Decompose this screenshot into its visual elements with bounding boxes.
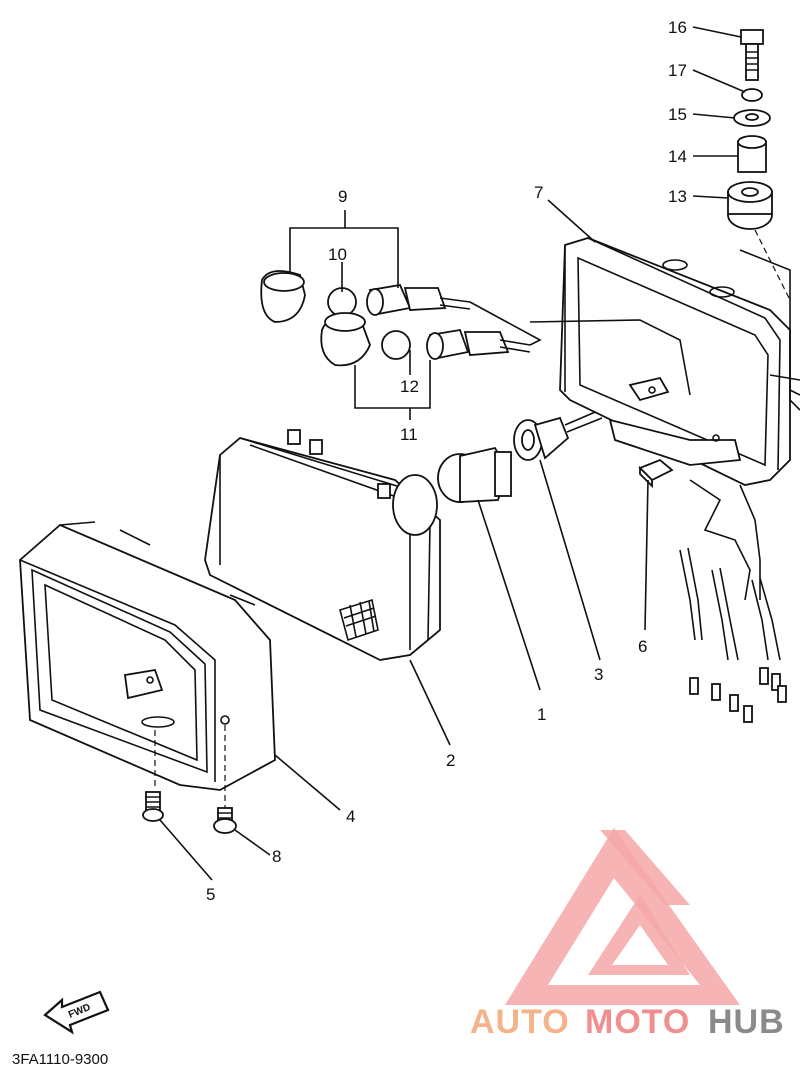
callout-1: 1 — [537, 705, 546, 724]
position-light-leaders — [289, 210, 691, 420]
callout-8: 8 — [272, 847, 281, 866]
clip-nut — [638, 458, 674, 489]
callout-16: 16 — [668, 18, 687, 37]
callout-11: 11 — [400, 425, 418, 444]
callout-7: 7 — [534, 183, 543, 202]
mount-washer — [733, 109, 771, 127]
watermark-moto: MOTO — [585, 1003, 690, 1041]
callout-12: 12 — [400, 377, 419, 396]
mount-spring-washer — [741, 88, 763, 102]
watermark-text: AUTO MOTO HUB — [470, 1003, 785, 1041]
wiring-harness — [679, 479, 787, 723]
watermark-logo — [505, 828, 740, 1005]
callout-2: 2 — [446, 751, 455, 770]
callout-6: 6 — [638, 637, 647, 656]
headlight-bulb — [437, 446, 512, 503]
position-light-lower — [320, 312, 531, 367]
headlight-body — [559, 229, 800, 486]
callout-labels: 16 17 15 14 13 7 9 10 12 11 6 3 1 2 4 8 … — [206, 18, 687, 904]
callout-5: 5 — [206, 885, 215, 904]
callout-leaders — [159, 26, 746, 881]
fwd-arrow: FWD — [43, 990, 110, 1035]
callout-13: 13 — [668, 187, 687, 206]
callout-9: 9 — [338, 187, 347, 206]
callout-10: 10 — [328, 245, 347, 264]
callout-3: 3 — [594, 665, 603, 684]
watermark-auto: AUTO — [470, 1003, 570, 1041]
mount-collar — [737, 135, 767, 173]
callout-4: 4 — [346, 807, 355, 826]
rim-screw-8 — [213, 807, 237, 834]
position-light-upper — [260, 270, 471, 323]
callout-15: 15 — [668, 105, 687, 124]
callout-17: 17 — [668, 61, 687, 80]
bulb-socket — [513, 409, 603, 461]
headlight-lens-unit — [204, 429, 441, 661]
mount-bolt — [740, 29, 764, 81]
headlight-rim — [19, 521, 276, 810]
rim-screw-5 — [142, 791, 164, 822]
callout-14: 14 — [668, 147, 687, 166]
part-code: 3FA1110-9300 — [12, 1051, 108, 1068]
watermark-hub: HUB — [708, 1003, 785, 1041]
mount-grommet — [727, 181, 773, 230]
